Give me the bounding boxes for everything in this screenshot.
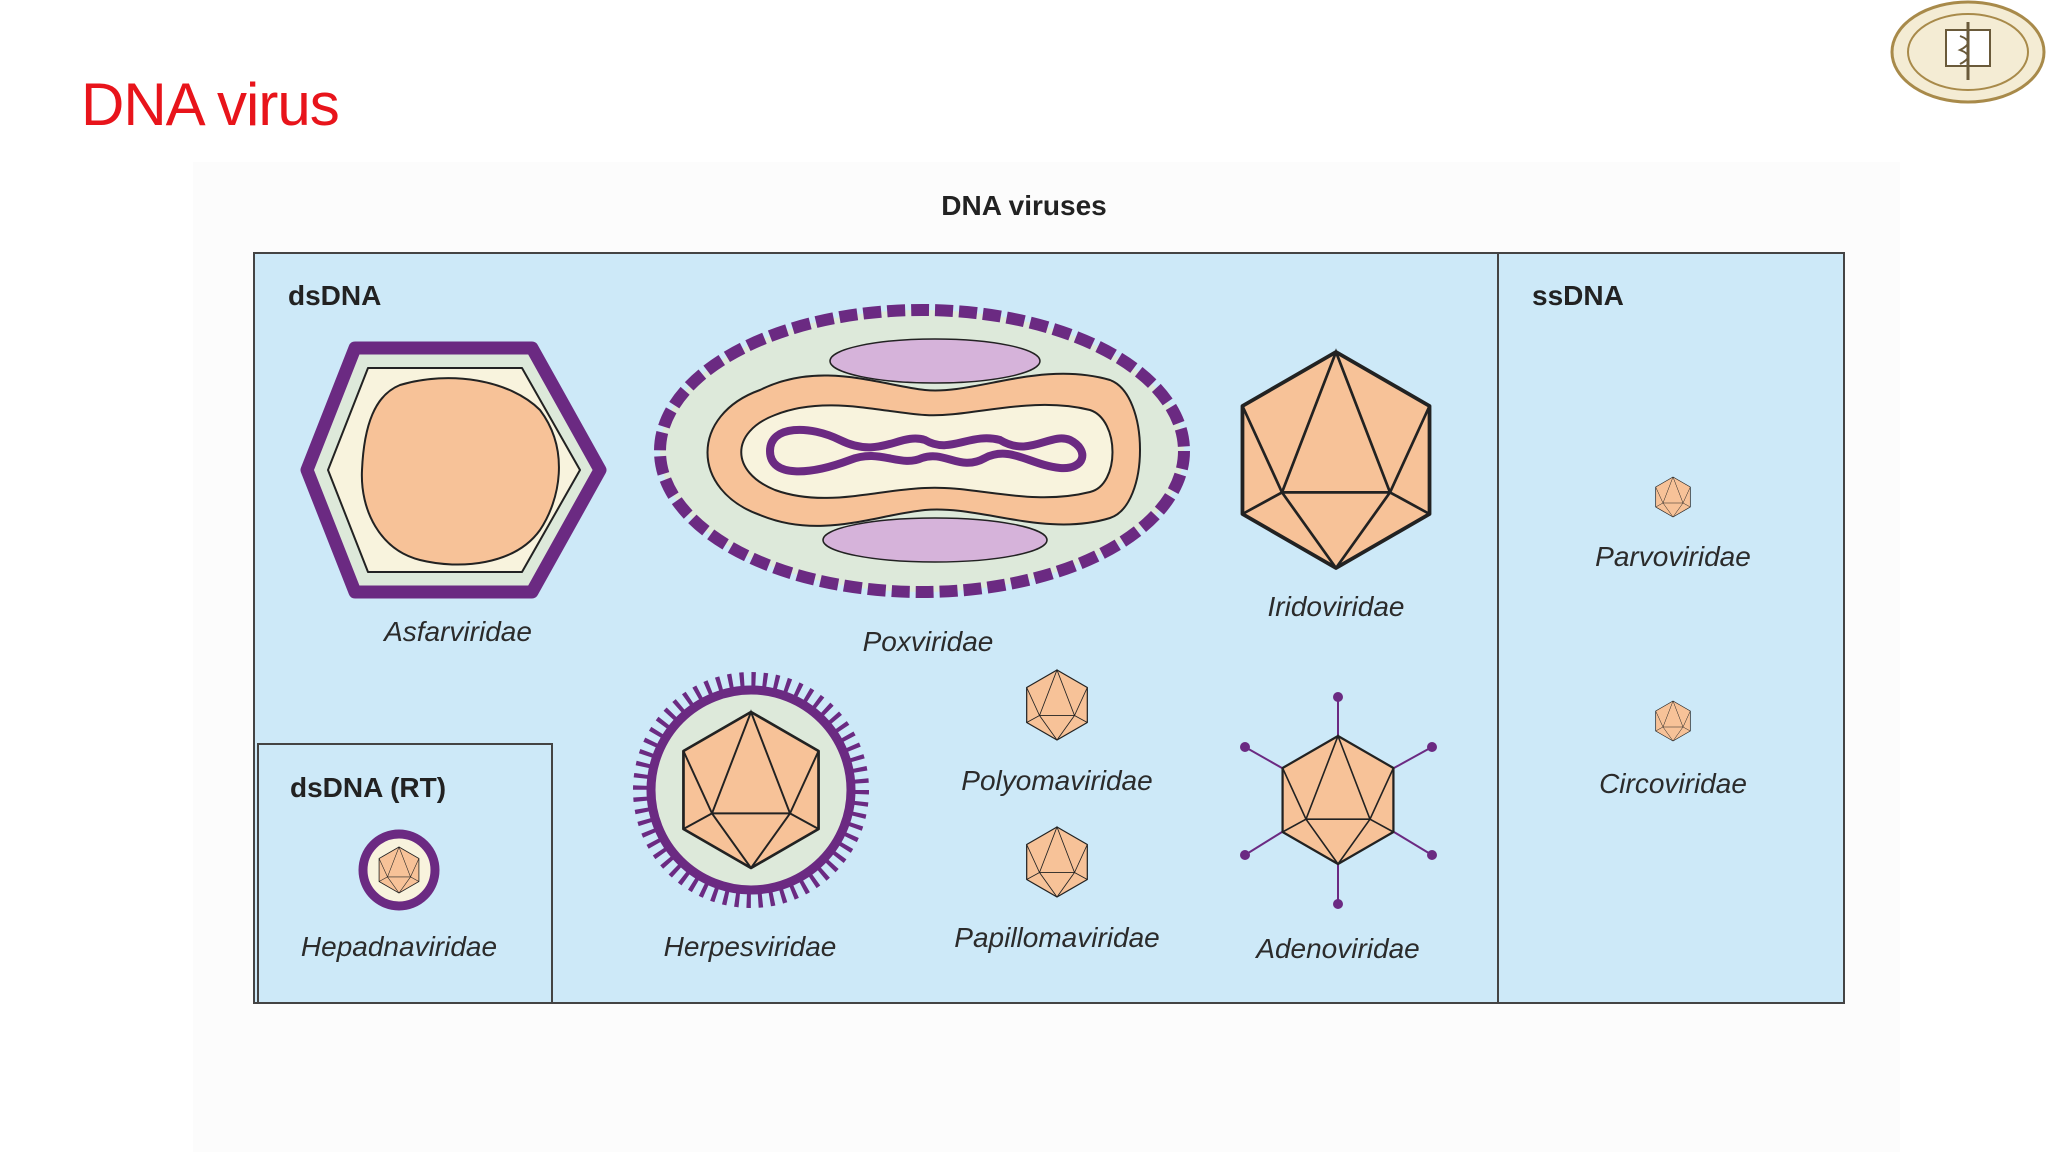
label-polyomaviridae: Polyomaviridae	[961, 765, 1152, 796]
label-iridoviridae: Iridoviridae	[1268, 591, 1405, 622]
diagram-title: DNA viruses	[941, 190, 1107, 221]
label-herpesviridae: Herpesviridae	[664, 931, 837, 962]
group-label-ssdna: ssDNA	[1532, 280, 1624, 311]
label-circoviridae: Circoviridae	[1599, 768, 1747, 799]
label-adenoviridae: Adenoviridae	[1254, 933, 1419, 964]
poxviridae-virion	[654, 304, 1190, 598]
label-asfarviridae: Asfarviridae	[382, 616, 532, 647]
hepadnaviridae-virion	[358, 829, 440, 911]
group-label-dsdna: dsDNA	[288, 280, 381, 311]
herpesviridae-virion	[633, 672, 869, 908]
label-papillomaviridae: Papillomaviridae	[954, 922, 1159, 953]
ssdna-box	[1497, 252, 1845, 1004]
label-poxviridae: Poxviridae	[863, 626, 994, 657]
label-parvoviridae: Parvoviridae	[1595, 541, 1751, 572]
adenoviridae-virion	[1240, 692, 1437, 909]
college-seal-logo	[1890, 0, 2046, 104]
group-label-dsdna-rt: dsDNA (RT)	[290, 772, 446, 803]
label-hepadnaviridae: Hepadnaviridae	[301, 931, 497, 962]
asfarviridae-virion	[300, 341, 607, 599]
slide-title: DNA virus	[81, 71, 340, 138]
